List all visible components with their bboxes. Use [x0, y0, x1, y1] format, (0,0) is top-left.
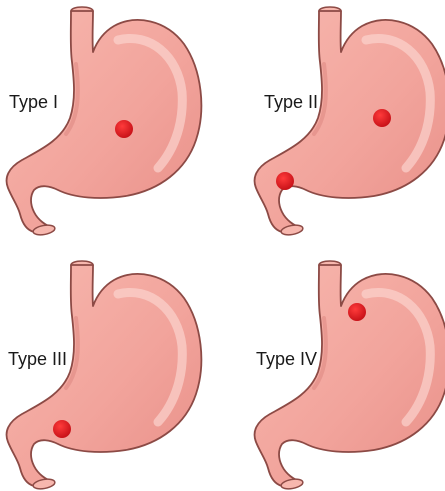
stomach-illustration-4 — [255, 261, 445, 490]
stomach-illustration-1 — [7, 7, 202, 236]
panel-type-3: Type III — [7, 261, 202, 490]
label-type-2: Type II — [264, 92, 318, 112]
label-type-4: Type IV — [256, 349, 317, 369]
stomach-illustration-2 — [255, 7, 445, 236]
ulcer-dot-type-2-body — [373, 109, 391, 127]
panel-type-2: Type II — [255, 7, 445, 236]
ulcer-dot-type-4 — [348, 303, 366, 321]
ulcer-dot-type-2-pylorus — [276, 172, 294, 190]
stomach-illustration-3 — [7, 261, 202, 490]
ulcer-dot-type-3 — [53, 420, 71, 438]
label-type-3: Type III — [8, 349, 67, 369]
panel-type-4: Type IV — [255, 261, 445, 490]
label-type-1: Type I — [9, 92, 58, 112]
panel-type-1: Type I — [7, 7, 202, 236]
ulcer-dot-type-1 — [115, 120, 133, 138]
